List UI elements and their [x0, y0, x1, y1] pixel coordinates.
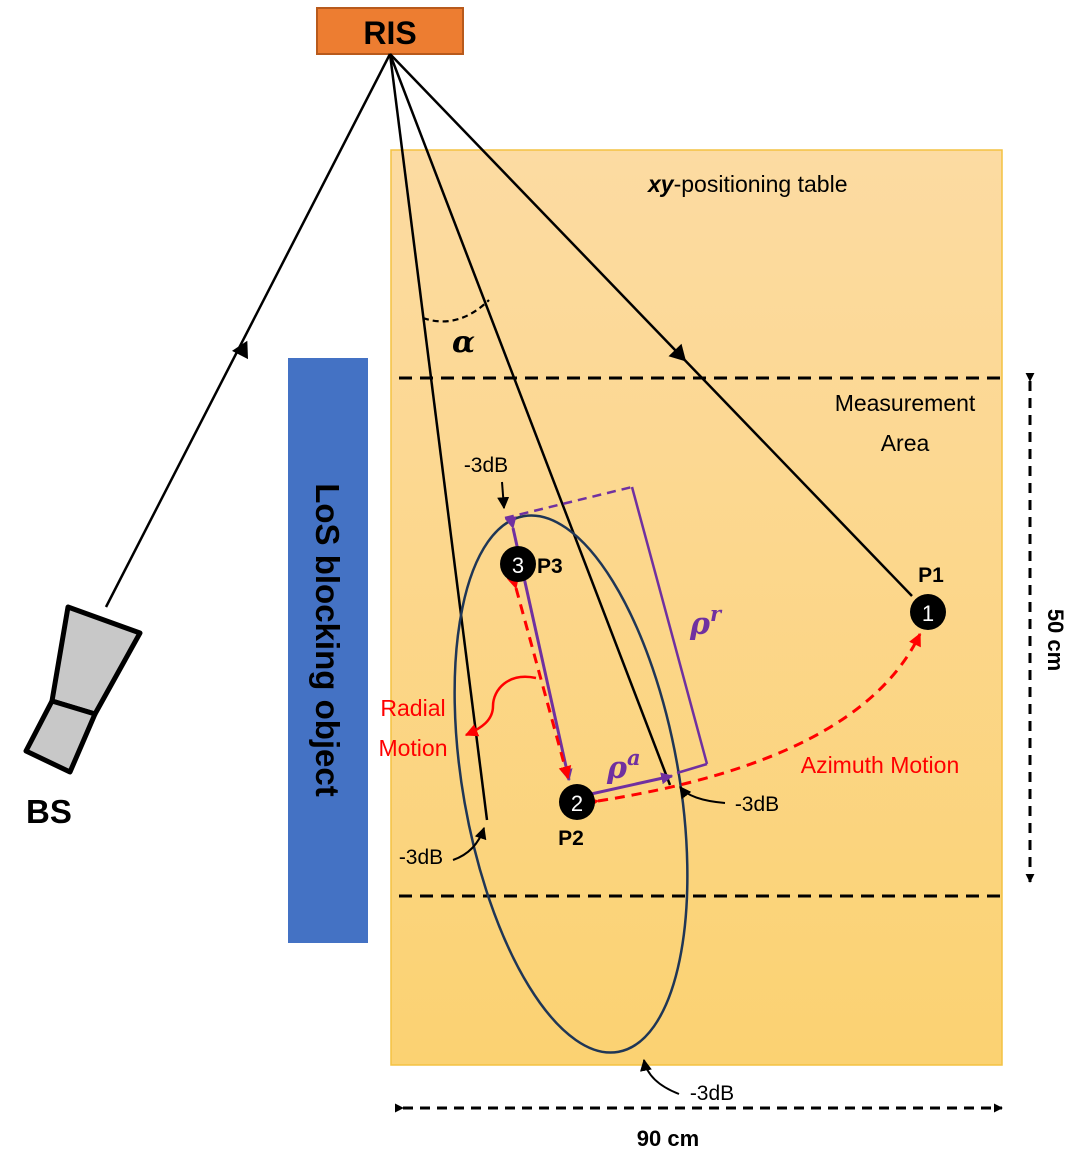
bs-label: BS [26, 793, 72, 830]
radial-motion-callout [464, 675, 537, 737]
db-label-left: -3dB [399, 846, 443, 869]
los-blocking-object [288, 358, 368, 943]
ris-panel [316, 7, 464, 55]
point-p2-marker [559, 784, 595, 820]
measurement-area-label-line1: Measurement [835, 390, 976, 416]
point-p3-number: 3 [512, 553, 524, 578]
db-callout-bottom [640, 1058, 680, 1095]
radial-motion-label-line2: Motion [378, 735, 447, 761]
azimuth-motion-label: Azimuth Motion [801, 752, 960, 778]
measurement-area-label-line2: Area [881, 430, 930, 456]
db-label-bottom: -3dB [690, 1082, 734, 1105]
bs-antenna-base [23, 698, 98, 775]
point-p3-marker [500, 546, 536, 582]
point-p1-number: 1 [922, 601, 934, 626]
db-label-right: -3dB [735, 793, 779, 816]
db-callout-top [497, 481, 510, 510]
angle-alpha-label: α [452, 325, 475, 360]
azimuth-motion-arrow [585, 632, 922, 810]
point-p2-label: P2 [558, 827, 584, 850]
ris-to-p1-arrowhead [668, 343, 687, 362]
ris-label: RIS [363, 15, 416, 51]
angle-arc [422, 299, 490, 323]
blocker-label: LoS blocking object [309, 483, 346, 797]
radial-motion-label-line1: Radial [380, 695, 445, 721]
db-label-top: -3dB [464, 454, 508, 477]
ris-to-p1-path [389, 53, 913, 597]
width-dimension-label: 90 cm [637, 1126, 699, 1151]
point-p1-label: P1 [918, 564, 944, 587]
height-dimension-label: 50 cm [1043, 609, 1068, 671]
rho-r-bracket-top [504, 485, 633, 520]
bs-to-ris-arrowhead [231, 340, 249, 360]
bs-to-ris-path [104, 53, 392, 608]
db-callout-left [452, 826, 487, 861]
beam-left-edge [388, 53, 489, 821]
point-p3-label: P3 [537, 555, 563, 578]
table-label: xy-positioning table [646, 171, 848, 197]
point-p1-marker [910, 594, 946, 630]
point-p2-number: 2 [571, 791, 583, 816]
bs-antenna-horn [49, 604, 143, 717]
db-callout-right [679, 786, 726, 804]
